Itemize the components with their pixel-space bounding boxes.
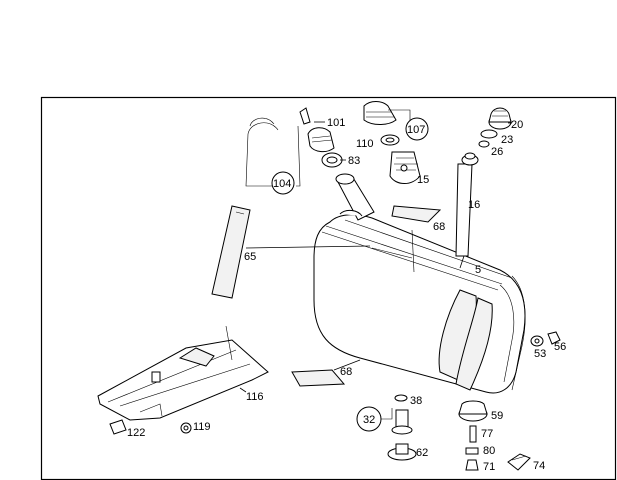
callout-circle-104 xyxy=(271,171,295,195)
boot-107 xyxy=(363,101,397,125)
fuel-tank xyxy=(313,173,526,394)
filler-pipe-16 xyxy=(455,152,479,257)
fitting-71 xyxy=(465,459,479,471)
label-71: 71 xyxy=(483,461,495,473)
label-59: 59 xyxy=(491,410,503,422)
grommet-83 xyxy=(321,152,343,168)
cap-20 xyxy=(488,107,512,130)
label-107: 107 xyxy=(407,124,425,136)
pump-59 xyxy=(458,400,488,422)
bracket-104 xyxy=(245,107,311,187)
hose-101 xyxy=(307,127,335,153)
sender-62 xyxy=(387,443,417,461)
label-62: 62 xyxy=(416,447,428,459)
label-5: 5 xyxy=(475,264,481,276)
fuel-pump-15 xyxy=(389,151,421,184)
nut-119 xyxy=(180,422,192,434)
label-116: 116 xyxy=(246,391,264,403)
label-119: 119 xyxy=(193,421,211,433)
seal-23 xyxy=(480,129,498,139)
label-38: 38 xyxy=(410,395,422,407)
label-77: 77 xyxy=(481,428,493,440)
label-20: 20 xyxy=(511,119,523,131)
label-122: 122 xyxy=(127,427,145,439)
tube-77 xyxy=(469,425,477,443)
label-104: 104 xyxy=(273,178,291,190)
label-23: 23 xyxy=(501,134,513,146)
nut-56 xyxy=(547,331,561,345)
label-53: 53 xyxy=(534,348,546,360)
label-110: 110 xyxy=(356,138,374,150)
clamp-74 xyxy=(507,453,531,471)
label-80: 80 xyxy=(483,445,495,457)
pad-65 xyxy=(211,205,251,299)
seal-26 xyxy=(478,140,490,148)
callout-circle-107 xyxy=(405,117,429,141)
pad-68-bottom xyxy=(291,369,346,387)
label-68-top: 68 xyxy=(433,221,445,233)
heat-shield-116 xyxy=(97,325,269,421)
label-56: 56 xyxy=(554,341,566,353)
sender-38 xyxy=(391,394,413,435)
bolt-122 xyxy=(109,419,127,435)
label-15: 15 xyxy=(417,174,429,186)
label-68-bottom: 68 xyxy=(340,366,352,378)
label-101: 101 xyxy=(327,117,345,129)
valve-80 xyxy=(465,447,479,455)
pad-68-top xyxy=(391,205,442,223)
label-26: 26 xyxy=(491,146,503,158)
label-32: 32 xyxy=(363,414,375,426)
label-16: 16 xyxy=(468,199,480,211)
label-74: 74 xyxy=(533,460,545,472)
label-65: 65 xyxy=(244,251,256,263)
label-83: 83 xyxy=(348,155,360,167)
